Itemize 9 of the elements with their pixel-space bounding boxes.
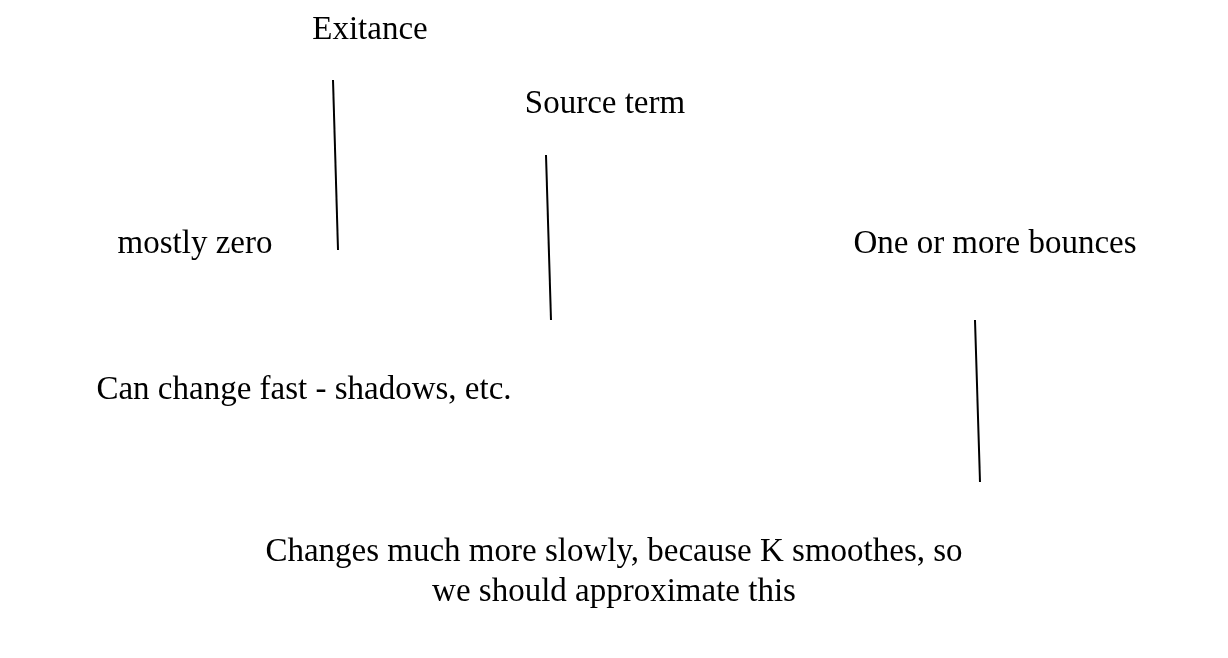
annotation-text: One or more bounces — [853, 224, 1137, 260]
annotation-text: Exitance — [312, 10, 428, 46]
annotation-text: Can change fast - shadows, etc. — [96, 370, 512, 406]
leader-line — [332, 79, 339, 251]
annotation-text: Changes much more slowly, because K smoothes, so we should approximate this — [265, 532, 963, 608]
leader-line — [545, 154, 552, 321]
leader-line — [974, 319, 981, 483]
annotation-text: mostly zero — [117, 224, 273, 260]
annotation-text: Source term — [524, 84, 686, 120]
